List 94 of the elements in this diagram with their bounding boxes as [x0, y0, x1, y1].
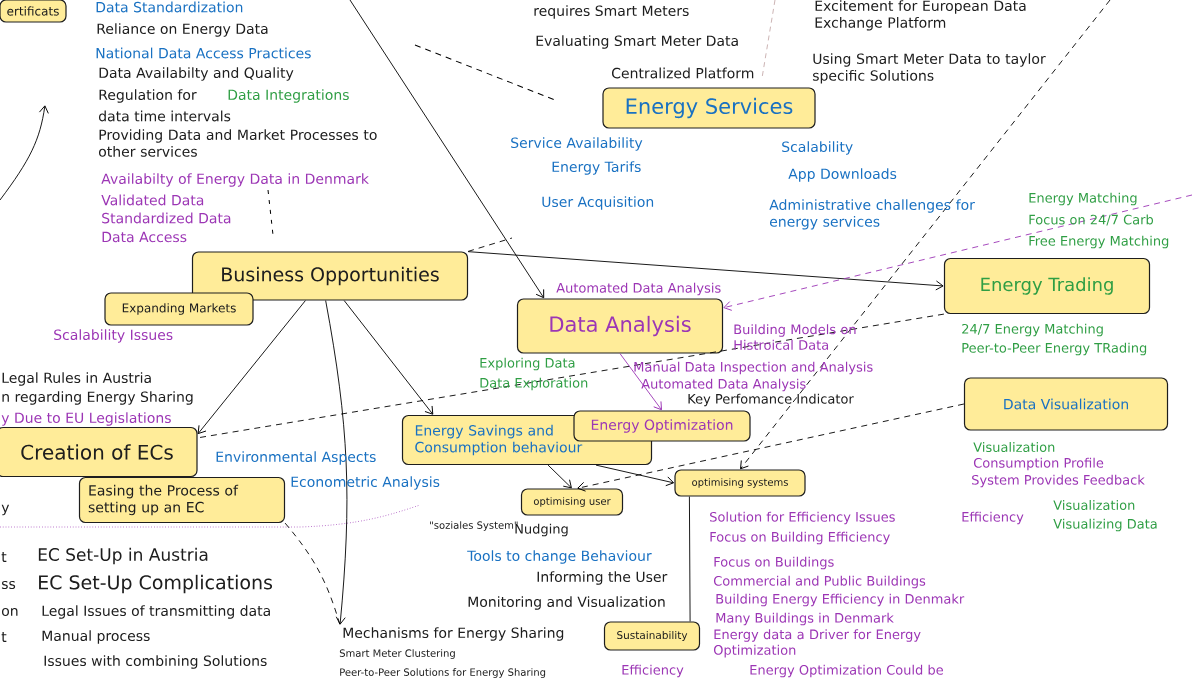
note-text: y [1, 504, 10, 516]
arrow [197, 300, 306, 435]
note-text: Building Energy Efficiency in Denmakr [716, 593, 965, 607]
note-text: Efficiency [962, 511, 1024, 525]
note-text: Using Smart Meter Data to taylor specific Solutions [812, 53, 1046, 84]
note-text: Data Integrations [228, 89, 349, 103]
note-text: Monitoring and Visualization [468, 596, 665, 610]
topic-box: Data Analysis [516, 298, 724, 354]
note-text: Data Exploration [480, 377, 588, 391]
note-text: Free Energy Matching [1029, 235, 1169, 249]
note-text: Solution for Efficiency Issues [710, 511, 895, 525]
note-text: Legal Rules in Austria [2, 372, 151, 386]
note-text: n regarding Energy Sharing [2, 391, 193, 405]
note-text: t [1, 632, 7, 642]
topic-box: Expanding Markets [104, 292, 254, 326]
arrow [723, 194, 1192, 311]
topic-box: Creation of ECs [0, 426, 198, 478]
note-text: ss [1, 581, 16, 590]
note-text: t [1, 552, 7, 562]
note-text: Reliance on Energy Data [97, 23, 268, 37]
note-text: Focus on 24/7 Carb [1029, 214, 1154, 226]
note-text: Standardized Data [102, 212, 231, 224]
topic-box: Sustainability [603, 621, 701, 651]
topic-box: Energy Optimization [573, 410, 751, 442]
note-text: Automated Data Analysis [556, 282, 721, 296]
note-text: Automated Data Analysis [641, 378, 806, 392]
note-text: Focus on Buildings [714, 556, 834, 570]
topic-box: Energy Services [602, 87, 816, 129]
note-text: Tools to change Behaviour [467, 550, 652, 564]
note-text: Energy Tarifs [552, 161, 641, 175]
note-text: Issues with combining Solutions [44, 655, 267, 669]
note-text: Providing Data and Market Processes to other services [98, 129, 377, 157]
note-text: Availabilty of Energy Data in Denmark [101, 173, 369, 187]
note-text: App Downloads [788, 168, 897, 182]
note-text: Exploring Data [480, 357, 575, 371]
note-text: Consumption Profile [973, 457, 1104, 471]
note-text: Energy data a Driver for Energy Optimization [713, 629, 921, 658]
note-text: Manual Data Inspection and Analysis [634, 361, 873, 375]
topic-text: Mechanisms for Energy Sharing [343, 627, 564, 641]
topic-box: optimising user [520, 488, 624, 516]
note-text: Legal Issues of transmitting data [42, 605, 270, 619]
arrow [619, 353, 662, 411]
note-text: Peer-to-Peer Energy TRading [962, 342, 1147, 356]
connector-line [688, 496, 691, 622]
topic-box: Business Opportunities [191, 251, 469, 301]
topic-box: optimising systems [674, 469, 806, 497]
note-text: Visualization [1053, 499, 1135, 511]
note-text: Smart Meter Clustering [339, 649, 455, 659]
note-text: Scalability Issues [54, 329, 173, 343]
arrow [343, 300, 434, 415]
note-text: Visualizing Data [1053, 518, 1157, 532]
note-text: User Acquisition [542, 196, 654, 210]
note-text: Visualization [973, 441, 1055, 453]
arrow [325, 300, 348, 625]
connector-line [284, 522, 341, 626]
note-text: Service Availability [511, 137, 643, 151]
note-text: Focus on Building Efficiency [710, 531, 890, 545]
note-text: Commercial and Public Buildings [713, 575, 926, 589]
note-text: Excitement for European Data Exchange Platform [815, 0, 1026, 31]
note-text: on [1, 608, 18, 617]
connector-line [467, 237, 513, 252]
arrow [467, 251, 944, 291]
topic-box: Energy Trading [943, 257, 1151, 315]
arrow [595, 464, 675, 487]
note-text: data time intervals [98, 110, 231, 122]
note-text: Data Access [102, 231, 187, 243]
topic-box: Easing the Process of setting up an EC [78, 476, 286, 524]
note-text: Data Availabilty and Quality [99, 67, 294, 81]
note-text: Evaluating Smart Meter Data [536, 35, 738, 49]
note-text: Administrative challenges for energy services [769, 199, 975, 230]
note-text: Data Standardization [96, 1, 243, 13]
note-text: Regulation for [99, 89, 197, 103]
arrow [577, 403, 965, 492]
arrow [349, 0, 545, 299]
note-text: Environmental Aspects [216, 451, 376, 465]
note-text: requires Smart Meters [534, 5, 689, 19]
note-text: Scalability [782, 141, 853, 155]
topic-box: Data Visualization [963, 377, 1169, 431]
note-text: Informing the User [537, 571, 668, 585]
note-text: EC Set-Up Complications [39, 574, 273, 594]
note-text: Many Buildings in Denmark [716, 612, 894, 626]
arrow [547, 464, 572, 489]
note-text: Energy Matching [1029, 192, 1137, 206]
note-text: Energy Optimization Could be [750, 664, 943, 678]
note-text: System Provides Feedback [972, 474, 1145, 488]
note-text: EC Set-Up in Austria [38, 547, 208, 565]
note-text: Manual process [42, 630, 150, 644]
note-text: Peer-to-Peer Solutions for Energy Sharing [340, 668, 546, 678]
topic-box: ertificats [0, 0, 67, 23]
note-text: National Data Access Practices [96, 47, 311, 59]
note-text: Key Perfomance Indicator [688, 393, 854, 407]
arrow [740, 0, 1111, 470]
note-text: Efficiency [622, 664, 684, 678]
note-text: Validated Data [101, 194, 204, 206]
